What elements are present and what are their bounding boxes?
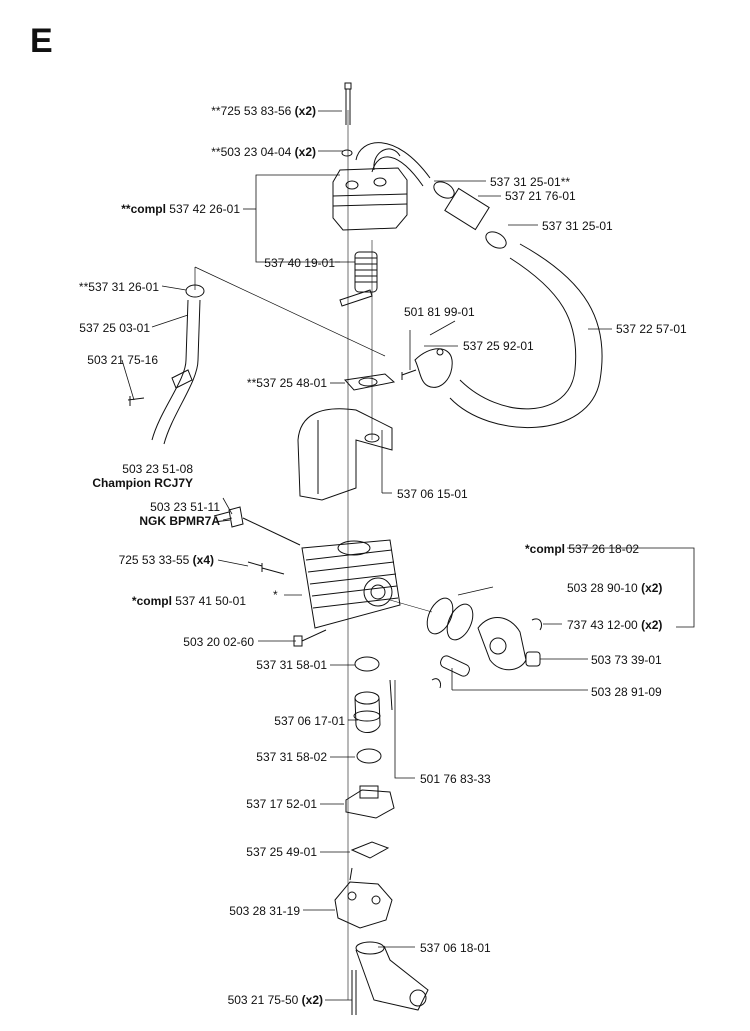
piston-ring-icon xyxy=(422,594,478,644)
intake-adapter-icon xyxy=(346,786,394,818)
clamp-icon xyxy=(355,657,379,671)
part-callout-c01: **725 53 83-56 (x2) xyxy=(211,104,316,118)
part-callout-c12: 537 25 92-01 xyxy=(463,339,534,353)
part-callout-c08: **537 31 26-01 xyxy=(78,280,159,294)
washer-icon xyxy=(342,150,352,156)
clamp-icon xyxy=(357,749,381,763)
part-callout-c18: *compl 537 26 18-02 xyxy=(525,542,640,556)
muffler-icon xyxy=(333,149,407,230)
part-callout-c32: 537 25 49-01 xyxy=(246,845,317,859)
part-callout-c31: 537 17 52-01 xyxy=(246,797,317,811)
part-callout-c10: 537 22 57-01 xyxy=(616,322,687,336)
fuel-hose-icon xyxy=(152,300,200,444)
part-callout-c30: 501 76 83-33 xyxy=(420,772,491,786)
part-callout-c26: 537 31 58-01 xyxy=(256,658,327,672)
carburetor-icon xyxy=(335,868,392,928)
part-callout-c20: 503 28 90-10 (x2) xyxy=(567,581,663,595)
intake-boot-icon xyxy=(354,692,380,733)
part-callout-c14: **537 25 48-01 xyxy=(246,376,327,390)
section-letter: E xyxy=(30,22,53,60)
part-callout-c19: 725 53 33-55 (x4) xyxy=(118,553,214,567)
part-callout-c04: 537 31 25-01** xyxy=(490,175,571,189)
part-callout-c06: 537 31 25-01 xyxy=(542,219,613,233)
part-callout-c16: 537 06 15-01 xyxy=(397,487,468,501)
handle-tube-icon xyxy=(356,143,602,428)
piston-icon xyxy=(478,617,540,669)
impulse-hose-icon xyxy=(390,680,392,710)
part-callout-c28: 537 06 17-01 xyxy=(274,714,345,728)
muffler-bolt-icon xyxy=(345,83,351,125)
bracket-icon xyxy=(128,370,192,406)
part-callout-c24: 503 20 02-60 xyxy=(183,635,254,649)
part-callout-c29: 537 31 58-02 xyxy=(256,750,327,764)
part-callout-c13: 503 21 75-16 xyxy=(87,353,158,367)
part-callout-c22: * xyxy=(273,588,278,602)
circlip-icon xyxy=(532,619,542,630)
cylinder-bolt-icon xyxy=(248,562,284,574)
spark-plug-icon xyxy=(214,507,300,545)
part-callout-c02: **503 23 04-04 (x2) xyxy=(211,145,316,159)
part-callout-c07: 537 40 19-01 xyxy=(264,256,335,270)
screw-icon xyxy=(294,630,326,646)
carb-gasket-icon xyxy=(352,842,388,858)
part-callout-c35: 503 21 75-50 (x2) xyxy=(227,993,323,1007)
part-callout-c05: 537 21 76-01 xyxy=(505,189,576,203)
spring-icon xyxy=(340,252,377,306)
part-callout-c03: **compl 537 42 26-01 xyxy=(121,202,240,216)
part-callout-c23: 737 43 12-00 (x2) xyxy=(567,618,663,632)
circlip-icon xyxy=(432,679,441,688)
piston-pin-icon xyxy=(439,654,471,678)
heat-shield-icon xyxy=(298,409,392,500)
part-callout-c27: 503 28 91-09 xyxy=(591,685,662,699)
part-callout-c33: 503 28 31-19 xyxy=(229,904,300,918)
air-intake-icon xyxy=(356,942,428,1010)
part-callout-c11: 501 81 99-01 xyxy=(404,305,475,319)
part-callout-c21: *compl 537 41 50-01 xyxy=(131,594,246,608)
part-callout-c25: 503 73 39-01 xyxy=(591,653,662,667)
cylinder-icon xyxy=(302,540,400,628)
part-callout-c34: 537 06 18-01 xyxy=(420,941,491,955)
hose-clamp-icon xyxy=(186,285,204,297)
gasket-icon xyxy=(345,374,394,390)
lever-icon xyxy=(402,349,452,388)
bolt-icon xyxy=(352,970,356,1015)
part-callout-c09: 537 25 03-01 xyxy=(79,321,150,335)
